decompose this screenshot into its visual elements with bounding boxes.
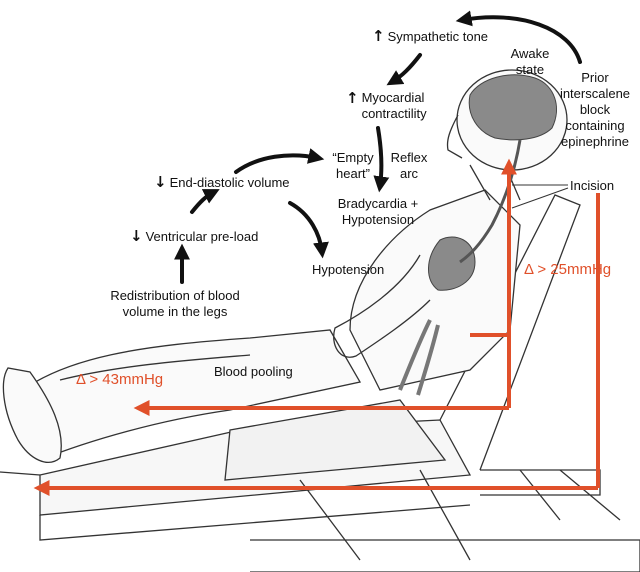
ventricular-preload-text: Ventricular pre-load (145, 229, 259, 244)
hypotension-label: Hypotension (312, 262, 385, 277)
increase-indicator: ↑ (372, 27, 385, 45)
decrease-indicator: ↓ (154, 173, 167, 191)
causal-arrows (174, 10, 582, 284)
leg-veins (398, 319, 440, 396)
brain-shape (468, 74, 557, 141)
reflex-arc-label: Reflex arc (390, 150, 428, 181)
delta-25-label: Δ > 25mmHg (524, 261, 612, 278)
incision-pointer-lines (511, 184, 569, 209)
arrow-block-to-sympathetic (455, 10, 582, 64)
decrease-indicator: ↓ (130, 227, 143, 245)
blood-pooling-label: Blood pooling (214, 364, 293, 379)
arrow-contractility-to-bradycardia (373, 126, 390, 193)
awake-state-label: Awake state (510, 46, 550, 77)
arrow-edv-to-empty-heart (234, 148, 325, 174)
bradycardia-hypotension-label: Bradycardia + Hypotension (337, 196, 419, 227)
end-diastolic-volume-text: End-diastolic volume (169, 175, 290, 190)
end-diastolic-volume-label: ↓End-diastolic volume (154, 174, 290, 191)
heart-shape (428, 236, 476, 291)
ventricular-preload-label: ↓Ventricular pre-load (130, 228, 258, 245)
prior-block-label: Prior interscalene block containing epin… (559, 70, 631, 149)
arrow-edv-to-hypotension (288, 201, 329, 259)
sympathetic-tone-text: Sympathetic tone (387, 29, 489, 44)
myocardial-contractility-label: ↑Myocardial contractility (346, 90, 444, 122)
empty-heart-label: “Empty heart” (332, 150, 374, 181)
incision-label: Incision (570, 178, 615, 193)
myocardial-contractility-text: Myocardial contractility (361, 90, 427, 121)
redistribution-label: Redistribution of blood volume in the le… (110, 288, 240, 319)
pressure-gradient-arrows (33, 158, 600, 496)
arrow-preload-to-edv (190, 189, 220, 214)
arrow-sympathetic-to-contractility (386, 53, 422, 86)
increase-indicator: ↑ (346, 89, 359, 107)
delta-43-label: Δ > 43mmHg (76, 371, 164, 388)
sympathetic-tone-label: ↑Sympathetic tone (372, 28, 488, 45)
